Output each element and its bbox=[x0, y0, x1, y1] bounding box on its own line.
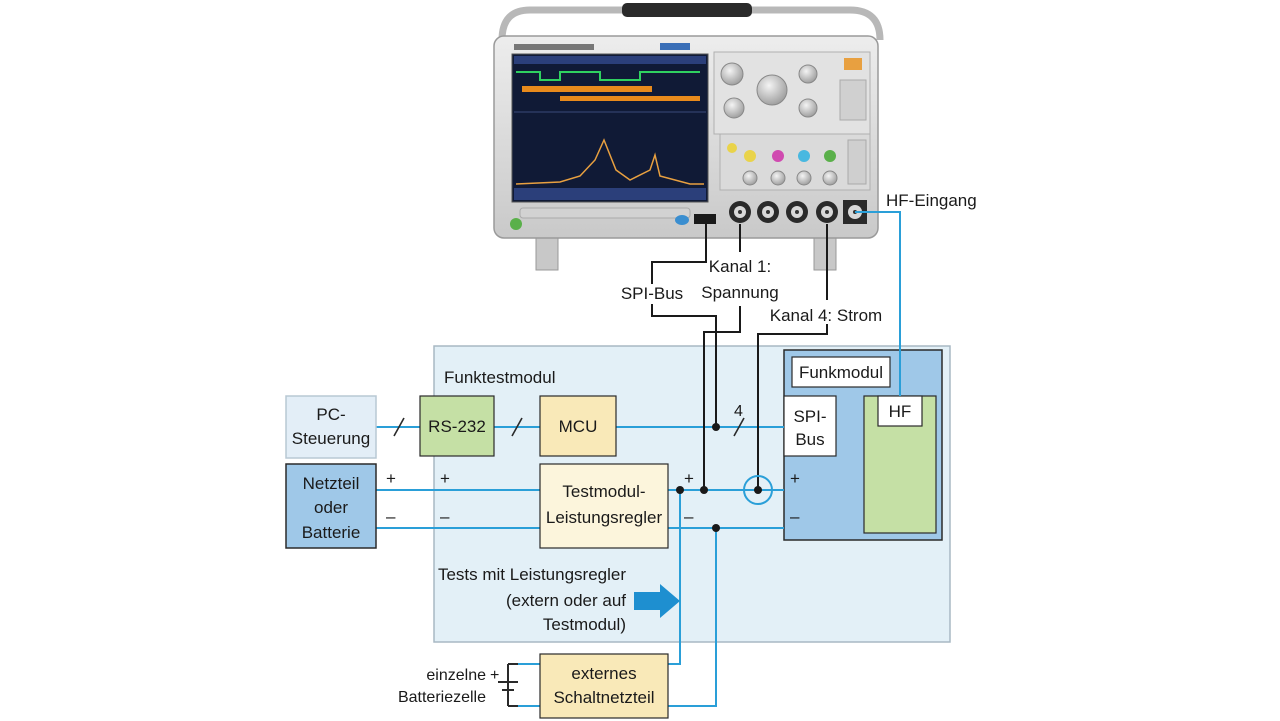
plus-sign: + bbox=[440, 469, 450, 488]
model-badge bbox=[660, 43, 690, 50]
spi-bus-connector bbox=[694, 214, 716, 224]
mcu-box bbox=[539, 395, 617, 457]
plus-sign: + bbox=[684, 469, 694, 488]
minus-sign: – bbox=[684, 507, 694, 526]
channel-button bbox=[727, 143, 737, 153]
knob bbox=[798, 64, 818, 84]
brand-logo bbox=[514, 44, 594, 50]
pc-control-line2: Steuerung bbox=[292, 429, 370, 448]
knob bbox=[770, 170, 786, 186]
oscilloscope bbox=[493, 3, 884, 271]
bus-width-label: 4 bbox=[734, 403, 743, 420]
bnc-channel-1 bbox=[729, 201, 751, 223]
radio-module-label: Funkmodul bbox=[799, 363, 883, 382]
junction-voltage bbox=[700, 486, 708, 494]
minus-sign: – bbox=[440, 507, 450, 526]
bus-decode-trace bbox=[522, 86, 652, 92]
screen-menu-bar bbox=[514, 188, 706, 200]
knob bbox=[796, 170, 812, 186]
knob bbox=[822, 170, 838, 186]
rs232-box bbox=[419, 395, 495, 457]
side-buttons bbox=[847, 139, 867, 185]
spectrum-trace bbox=[515, 138, 704, 185]
bezel-buttons bbox=[519, 207, 691, 219]
hf-label: HF bbox=[889, 402, 912, 421]
current-probe-center bbox=[754, 486, 762, 494]
hf-label-box bbox=[877, 395, 923, 427]
regulator-line2: Leistungsregler bbox=[546, 508, 663, 527]
plus-sign: + bbox=[790, 469, 800, 488]
signal-wires bbox=[376, 211, 901, 707]
probe-wires bbox=[651, 224, 828, 490]
channel-button bbox=[744, 150, 756, 162]
bnc-channel-3 bbox=[786, 201, 808, 223]
tests-line2: (extern oder auf bbox=[506, 591, 626, 610]
channel-button bbox=[772, 150, 784, 162]
test-module-title: Funktestmodul bbox=[444, 368, 556, 387]
pc-control-line1: PC- bbox=[316, 405, 345, 424]
power-supply-line2: oder bbox=[314, 498, 348, 517]
test-module-regulator-box bbox=[539, 463, 669, 549]
handle-grip bbox=[622, 3, 752, 17]
plus-sign: + bbox=[386, 469, 396, 488]
channel1-label-line1: Kanal 1: bbox=[709, 257, 771, 276]
knob-main bbox=[756, 74, 788, 106]
external-psu-line2: Schaltnetzteil bbox=[553, 688, 654, 707]
knob bbox=[742, 170, 758, 186]
junction-plus bbox=[676, 486, 684, 494]
power-supply-line1: Netzteil bbox=[303, 474, 360, 493]
junction-spi bbox=[712, 423, 720, 431]
battery-plus: + bbox=[490, 667, 499, 684]
tests-arrow bbox=[634, 584, 680, 618]
screen-status-bar bbox=[514, 56, 706, 64]
indicator bbox=[844, 58, 862, 70]
serial-slashes bbox=[393, 417, 745, 437]
minus-sign: – bbox=[790, 507, 800, 526]
power-supply-box bbox=[285, 463, 377, 549]
channel-button bbox=[824, 150, 836, 162]
digital-trace bbox=[516, 71, 700, 81]
channel4-label: Kanal 4: Strom bbox=[770, 306, 882, 325]
pc-control-box bbox=[285, 395, 377, 459]
mcu-label: MCU bbox=[559, 417, 598, 436]
knob bbox=[720, 62, 744, 86]
channel1-label-line2: Spannung bbox=[701, 283, 779, 302]
keypad bbox=[839, 79, 867, 121]
battery-cell-icon bbox=[498, 663, 518, 707]
spi-bus-label: SPI-Bus bbox=[621, 284, 683, 303]
power-button bbox=[510, 218, 522, 230]
junction-minus bbox=[712, 524, 720, 532]
spi-bus-box-line1: SPI- bbox=[793, 407, 826, 426]
bnc-channel-4 bbox=[816, 201, 838, 223]
bus-decode-trace-2 bbox=[560, 96, 700, 101]
power-supply-line3: Batterie bbox=[302, 523, 361, 542]
current-probe-ring bbox=[743, 475, 773, 505]
bnc-channel-2 bbox=[757, 201, 779, 223]
hf-input-label: HF-Eingang bbox=[886, 191, 977, 210]
external-psu-box bbox=[539, 653, 669, 719]
minus-sign: – bbox=[386, 507, 396, 526]
scope-screen bbox=[511, 53, 709, 203]
tests-line1: Tests mit Leistungsregler bbox=[438, 565, 626, 584]
channel-button bbox=[798, 150, 810, 162]
spi-bus-box-line2: Bus bbox=[795, 430, 824, 449]
tests-line3: Testmodul) bbox=[543, 615, 626, 634]
radio-module-label-box bbox=[791, 356, 891, 388]
spi-bus-box bbox=[783, 395, 837, 457]
rs232-label: RS-232 bbox=[428, 417, 486, 436]
external-psu-line1: externes bbox=[571, 664, 636, 683]
knob bbox=[723, 97, 745, 119]
single-cell-line2: Batteriezelle bbox=[398, 689, 486, 706]
knob bbox=[798, 98, 818, 118]
regulator-line1: Testmodul- bbox=[562, 482, 645, 501]
single-cell-line1: einzelne bbox=[426, 667, 486, 684]
usb-port bbox=[675, 215, 689, 225]
